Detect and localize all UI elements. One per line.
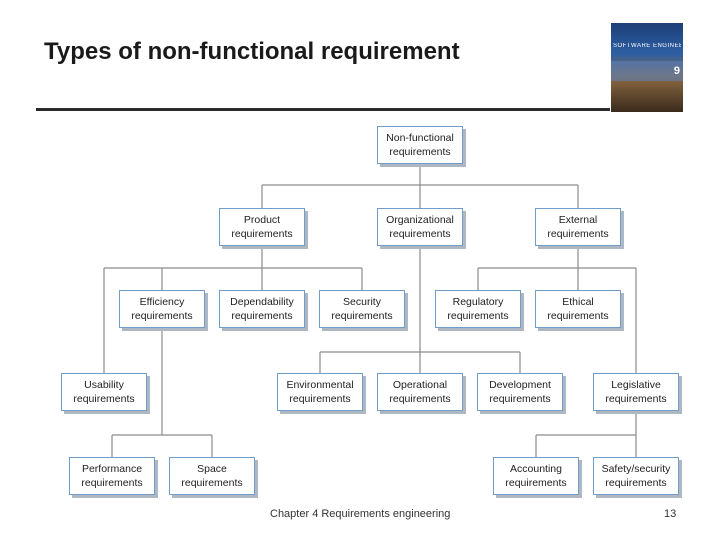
node-label: requirements xyxy=(389,228,451,240)
node-label: requirements xyxy=(447,310,509,322)
node-nonfunctional-requirements: Non-functional requirements xyxy=(377,126,463,164)
node-label: Efficiency xyxy=(139,296,185,308)
node-label: requirements xyxy=(489,393,551,405)
node-label: Legislative xyxy=(611,379,661,391)
node-label: Non-functional xyxy=(386,132,454,144)
node-label: requirements xyxy=(289,393,351,405)
node-label: requirements xyxy=(331,310,393,322)
node-label: Safety/security xyxy=(601,463,671,475)
node-label: Security xyxy=(343,296,381,308)
node-safety-security-requirements: Safety/security requirements xyxy=(593,457,679,495)
node-regulatory-requirements: Regulatory requirements xyxy=(435,290,521,328)
node-label: requirements xyxy=(547,310,609,322)
node-environmental-requirements: Environmental requirements xyxy=(277,373,363,411)
node-label: requirements xyxy=(389,146,451,158)
node-label: requirements xyxy=(605,393,667,405)
node-label: requirements xyxy=(131,310,193,322)
node-label: Ethical xyxy=(562,296,594,308)
node-label: Performance xyxy=(81,463,143,475)
node-performance-requirements: Performance requirements xyxy=(69,457,155,495)
book-cover-title: SOFTWARE ENGINEERING xyxy=(613,43,681,49)
node-legislative-requirements: Legislative requirements xyxy=(593,373,679,411)
node-label: requirements xyxy=(81,477,143,489)
node-label: requirements xyxy=(181,477,243,489)
node-label: requirements xyxy=(547,228,609,240)
node-label: Product xyxy=(243,214,281,226)
book-cover-edition: 9 xyxy=(673,65,680,77)
node-label: External xyxy=(558,214,598,226)
node-label: requirements xyxy=(605,477,667,489)
node-label: Dependability xyxy=(230,296,294,308)
node-development-requirements: Development requirements xyxy=(477,373,563,411)
node-ethical-requirements: Ethical requirements xyxy=(535,290,621,328)
node-label: Operational xyxy=(392,379,448,391)
node-dependability-requirements: Dependability requirements xyxy=(219,290,305,328)
slide-footer: Chapter 4 Requirements engineering xyxy=(270,508,451,520)
book-cover-stripe xyxy=(611,61,683,81)
node-security-requirements: Security requirements xyxy=(319,290,405,328)
node-label: Regulatory xyxy=(452,296,504,308)
node-usability-requirements: Usability requirements xyxy=(61,373,147,411)
node-label: Accounting xyxy=(510,463,562,475)
page-number: 13 xyxy=(664,508,677,520)
node-accounting-requirements: Accounting requirements xyxy=(493,457,579,495)
node-label: Organizational xyxy=(386,214,454,226)
node-space-requirements: Space requirements xyxy=(169,457,255,495)
node-organizational-requirements: Organizational requirements xyxy=(377,208,463,246)
node-efficiency-requirements: Efficiency requirements xyxy=(119,290,205,328)
title-divider xyxy=(36,108,610,111)
node-label: requirements xyxy=(505,477,567,489)
node-label: requirements xyxy=(231,310,293,322)
node-label: requirements xyxy=(389,393,451,405)
book-cover-image: SOFTWARE ENGINEERING 9 xyxy=(611,23,683,112)
node-label: requirements xyxy=(231,228,293,240)
node-operational-requirements: Operational requirements xyxy=(377,373,463,411)
node-label: Space xyxy=(197,463,227,475)
node-external-requirements: External requirements xyxy=(535,208,621,246)
node-label: Usability xyxy=(84,379,124,391)
slide-title: Types of non-functional requirement xyxy=(44,38,460,65)
node-label: requirements xyxy=(73,393,135,405)
node-label: Environmental xyxy=(286,379,354,391)
node-label: Development xyxy=(489,379,551,391)
node-product-requirements: Product requirements xyxy=(219,208,305,246)
